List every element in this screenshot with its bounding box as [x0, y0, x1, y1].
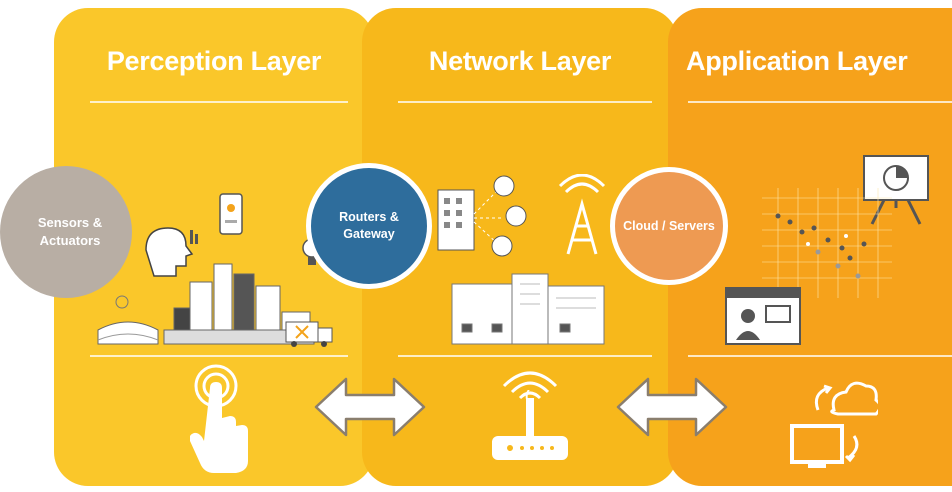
divider — [688, 355, 952, 357]
divider — [398, 101, 652, 103]
sensors-actuators-circle: Sensors & Actuators — [0, 166, 132, 298]
divider — [398, 355, 652, 357]
cloud-servers-circle: Cloud / Servers — [610, 167, 728, 285]
network-layer-title: Network Layer — [428, 46, 612, 76]
touch-hand-icon — [190, 364, 248, 473]
divider — [688, 101, 952, 103]
wifi-router-icon: ( — [492, 371, 568, 460]
svg-text:(: ( — [525, 387, 530, 403]
human-head-icon — [145, 227, 198, 277]
data-dots — [775, 213, 867, 279]
smartphone-icon — [219, 193, 243, 235]
data-grid-dots — [762, 188, 892, 298]
smart-city-illustration — [97, 193, 333, 347]
bidirectional-arrow-icon — [616, 377, 728, 437]
farm-field-icon — [97, 295, 159, 345]
presentation-board-icon — [863, 155, 929, 225]
office-building-icon — [437, 189, 475, 251]
analytics-illustration — [725, 155, 929, 345]
cloud-sync-computer-icon — [790, 381, 878, 468]
radio-tower-icon — [558, 174, 606, 255]
perception-layer-title: Perception Layer — [106, 46, 322, 76]
divider — [90, 355, 348, 357]
routers-gateway-circle: Routers & Gateway — [306, 163, 432, 289]
application-layer-title: Application Layer — [686, 46, 908, 76]
user-icon — [491, 175, 527, 257]
network-illustration — [437, 174, 606, 345]
routers-gateway-label: Routers & Gateway — [339, 210, 399, 241]
video-chat-window-icon — [725, 287, 801, 345]
data-center-buildings-icon — [451, 273, 605, 345]
bidirectional-arrow-icon — [314, 377, 426, 437]
divider — [90, 101, 348, 103]
connected-users-icon — [473, 189, 504, 245]
cloud-servers-label: Cloud / Servers — [623, 219, 715, 233]
sensors-actuators-label: Sensors & Actuators — [37, 215, 103, 248]
delivery-truck-icon — [285, 321, 333, 347]
